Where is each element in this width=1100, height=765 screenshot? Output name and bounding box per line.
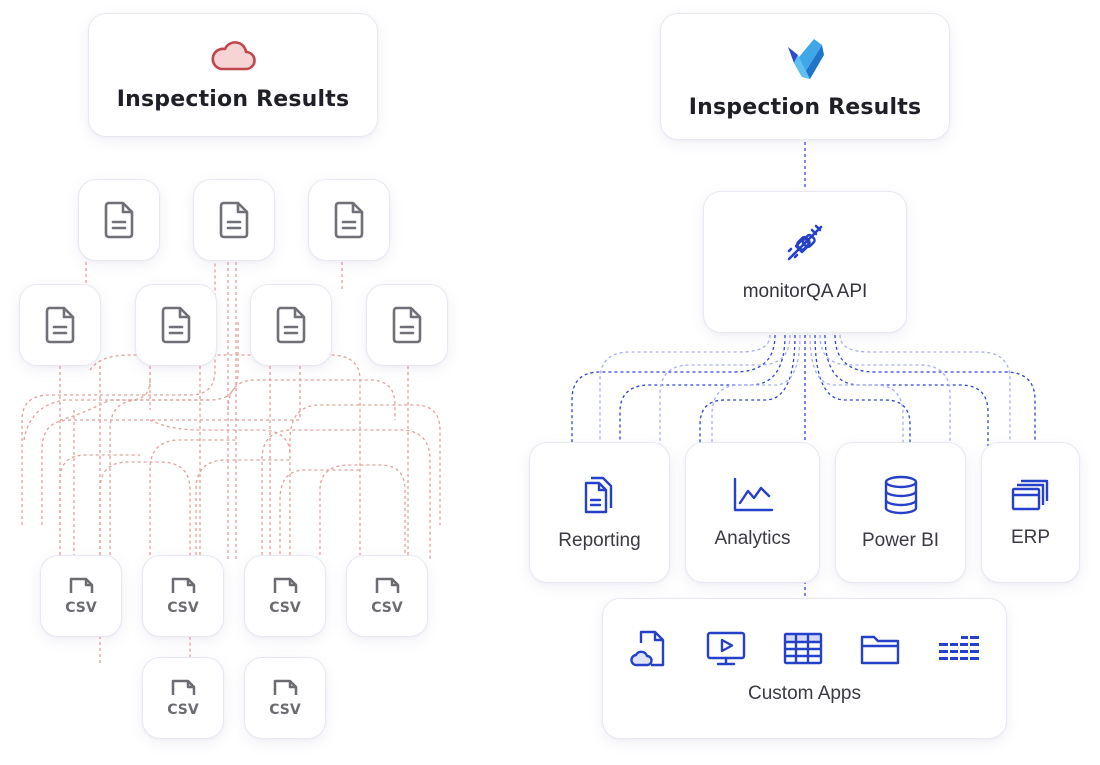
azure-devops-logo: [788, 39, 824, 79]
api-label: monitorQA API: [742, 281, 868, 302]
document-card: [135, 284, 217, 366]
document-card: [78, 179, 160, 261]
csv-file-card: CSV: [244, 555, 326, 637]
data-rows-icon: [938, 635, 979, 662]
csv-label: CSV: [269, 702, 301, 718]
api-connectors-secondary: [599, 334, 1011, 448]
document-card: [193, 179, 275, 261]
csv-file-icon: CSV: [269, 577, 301, 616]
document-card: [366, 284, 448, 366]
csv-label: CSV: [167, 702, 199, 718]
csv-label: CSV: [65, 600, 97, 616]
csv-file-card: CSV: [40, 555, 122, 637]
app-label: Analytics: [714, 527, 791, 549]
cloud-icon: [211, 40, 256, 70]
app-label: Reporting: [558, 529, 641, 551]
csv-file-card: CSV: [346, 555, 428, 637]
plug-disconnected-icon: [787, 224, 823, 261]
windows-stack-icon: [1011, 479, 1048, 510]
app-card-reporting: Reporting: [529, 442, 670, 583]
csv-file-icon: CSV: [65, 577, 97, 616]
document-card: [308, 179, 390, 261]
custom-apps-label: Custom Apps: [748, 683, 861, 704]
right-inspection-results-card: Inspection Results: [660, 13, 950, 140]
csv-file-icon: CSV: [269, 679, 301, 718]
left-title: Inspection Results: [116, 86, 350, 112]
table-grid-icon: [783, 632, 822, 665]
database-icon: [884, 475, 917, 514]
folder-icon: [860, 635, 899, 665]
line-chart-icon: [733, 477, 773, 511]
left-tangled-connectors: [21, 262, 441, 665]
csv-label: CSV: [371, 600, 403, 616]
document-icon: [161, 306, 191, 344]
video-monitor-icon: [706, 631, 745, 666]
csv-file-card: CSV: [142, 555, 224, 637]
document-icon: [45, 306, 75, 344]
document-icon: [219, 201, 249, 239]
app-card-erp: ERP: [981, 442, 1080, 583]
csv-file-card: CSV: [244, 657, 326, 739]
monitorqa-api-card: monitorQA API: [703, 191, 907, 333]
document-card: [250, 284, 332, 366]
csv-label: CSV: [167, 600, 199, 616]
documents-icon: [584, 476, 612, 513]
document-icon: [392, 306, 422, 344]
app-card-power-bi: Power BI: [835, 442, 966, 583]
app-card-analytics: Analytics: [685, 442, 820, 583]
custom-apps-card: Custom Apps: [602, 598, 1007, 739]
right-title: Inspection Results: [688, 95, 922, 120]
app-label: Power BI: [861, 529, 940, 551]
document-icon: [104, 201, 134, 239]
csv-file-icon: CSV: [167, 679, 199, 718]
document-icon: [334, 201, 364, 239]
document-icon: [276, 306, 306, 344]
csv-file-icon: CSV: [167, 577, 199, 616]
csv-file-icon: CSV: [371, 577, 403, 616]
app-label: ERP: [1010, 526, 1051, 548]
document-card: [19, 284, 101, 366]
left-inspection-results-card: Inspection Results: [88, 13, 378, 137]
csv-file-card: CSV: [142, 657, 224, 739]
cloud-file-icon: [629, 630, 664, 667]
csv-label: CSV: [269, 600, 301, 616]
